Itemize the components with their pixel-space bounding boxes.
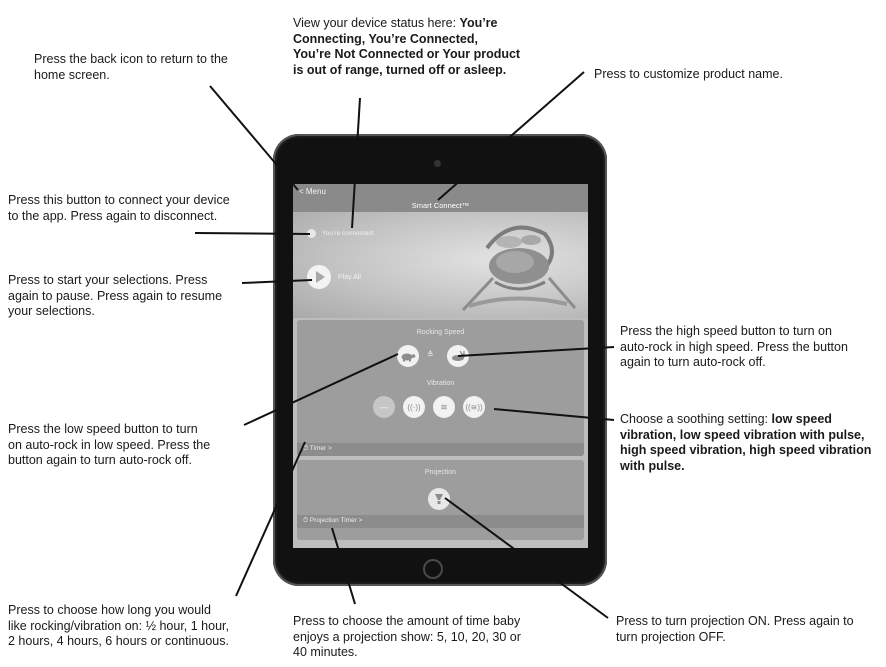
clock-icon: ⏱ (303, 445, 310, 452)
timer-label-wrap: ⏱ Timer > (303, 445, 332, 453)
hero-panel: You’re connected! Play All (293, 212, 588, 318)
wave-lines-icon: ≋ (440, 401, 448, 412)
rocking-card: Rocking Speed ≙ Vibration — (297, 320, 584, 456)
annotation-vibration-bold-2: vibration, low speed vibration with puls… (620, 427, 865, 442)
annotation-projection-timer-line-3: 40 minutes. (293, 645, 358, 659)
rabbit-icon (452, 350, 465, 361)
low-speed-button[interactable] (397, 345, 419, 367)
annotation-back: Press the back icon to return to the hom… (34, 52, 274, 83)
annotation-status-bold-3: You’re Not Connected or Your product (293, 47, 521, 61)
connect-toggle-dot-icon[interactable] (307, 229, 316, 238)
timer-bar[interactable]: ⏱ Timer > (297, 443, 584, 456)
annotation-projection-line-1: Press to turn projection ON. Press again… (616, 614, 854, 628)
swing-product-image (461, 225, 577, 312)
home-button[interactable] (423, 559, 443, 579)
turtle-icon (401, 353, 416, 361)
annotation-status-lead: View your device status here: (293, 16, 460, 30)
projection-timer-label-wrap: ⏱ Projection Timer > (303, 517, 362, 525)
projection-button[interactable] (428, 488, 450, 510)
play-all-label[interactable]: Play All (338, 273, 361, 281)
app-screen: < Menu Smart Connect™ You’re connected! … (293, 184, 588, 548)
annotation-timer-line-1: Press to choose how long you would (8, 603, 211, 617)
annotation-low-line-3: button again to turn auto-rock off. (8, 453, 192, 467)
projection-card: Projection ⏱ Projection Timer > (297, 460, 584, 540)
annotation-play-line-2: again to pause. Press again to resume (8, 288, 223, 303)
annotation-vibration-bold-4: with pulse. (620, 458, 685, 473)
high-speed-button[interactable] (447, 345, 469, 367)
annotation-high-line-2: auto-rock in high speed. Press the butto… (620, 339, 848, 354)
annotation-name: Press to customize product name. (594, 67, 834, 83)
annotation-projection: Press to turn projection ON. Press again… (616, 614, 882, 645)
vibration-title: Vibration (426, 380, 455, 387)
wave-lines-pulse-icon: ((≋)) (465, 402, 483, 412)
annotation-projection-timer: Press to choose the amount of time baby … (293, 614, 573, 661)
product-name-title[interactable]: Smart Connect™ (411, 201, 470, 210)
rocking-speed-title: Rocking Speed (416, 329, 465, 336)
vibration-high-pulse-button[interactable]: ((≋)) (463, 396, 485, 418)
annotation-timer-line-2: like rocking/vibration on: ½ hour, 1 hou… (8, 618, 229, 633)
annotation-connect: Press this button to connect your device… (8, 193, 268, 224)
annotation-connect-line-2: to the app. Press again to disconnect. (8, 208, 218, 223)
tablet-device: < Menu Smart Connect™ You’re connected! … (273, 134, 607, 586)
annotation-back-line-1: Press the back icon to return to the (34, 52, 228, 66)
annotation-play: Press to start your selections. Press ag… (8, 273, 248, 320)
speed-toggle-icon: ≙ (427, 350, 434, 359)
play-all-row: Play All (307, 265, 361, 289)
annotation-projection-line-2: turn projection OFF. (616, 629, 726, 644)
annotation-play-line-1: Press to start your selections. Press (8, 273, 208, 287)
annotation-name-line-1: Press to customize product name. (594, 67, 783, 81)
annotation-projection-timer-line-2: enjoys a projection show: 5, 10, 20, 30 … (293, 629, 521, 644)
projector-icon (435, 494, 443, 504)
timer-label[interactable]: Timer > (309, 445, 332, 452)
annotation-connect-line-1: Press this button to connect your device (8, 193, 230, 207)
annotation-status-bold-4: is out of range, turned off or asleep. (293, 62, 507, 77)
connection-row: You’re connected! (307, 229, 374, 238)
back-menu-button[interactable]: < Menu (299, 187, 326, 196)
annotation-back-line-2: home screen. (34, 67, 110, 82)
annotation-high-line-1: Press the high speed button to turn on (620, 324, 832, 338)
vibration-low-pulse-button[interactable]: ((·)) (403, 396, 425, 418)
annotation-low-line-1: Press the low speed button to turn (8, 422, 198, 436)
annotation-status-bold-2: Connecting, You’re Connected, (293, 31, 478, 46)
annotation-timer-line-3: 2 hours, 4 hours, 6 hours or continuous. (8, 634, 229, 648)
connection-status-text: You’re connected! (322, 230, 374, 237)
annotation-low-speed: Press the low speed button to turn on au… (8, 422, 248, 469)
clock-icon: ⏱ (303, 517, 310, 524)
projection-timer-label[interactable]: Projection Timer > (309, 517, 363, 524)
annotation-low-line-2: on auto-rock in low speed. Press the (8, 437, 211, 452)
annotation-status-bold-1: You’re (459, 16, 498, 30)
annotation-vibration: Choose a soothing setting: low speed vib… (620, 412, 882, 474)
annotation-vibration-lead: Choose a soothing setting: (620, 412, 772, 426)
annotation-projection-timer-line-1: Press to choose the amount of time baby (293, 614, 521, 628)
minus-icon: — (379, 402, 389, 412)
annotation-status: View your device status here: You’re Con… (293, 16, 553, 78)
annotation-high-line-3: again to turn auto-rock off. (620, 355, 766, 369)
annotation-vibration-bold-1: low speed (771, 412, 832, 426)
annotation-play-line-3: your selections. (8, 304, 95, 318)
app-header: < Menu Smart Connect™ (293, 184, 588, 212)
pulse-wave-icon: ((·)) (407, 402, 421, 412)
play-icon[interactable] (307, 265, 331, 289)
projection-title: Projection (424, 469, 457, 476)
vibration-high-button[interactable]: ≋ (433, 396, 455, 418)
vibration-off-button[interactable]: — (373, 396, 395, 418)
annotation-timer: Press to choose how long you would like … (8, 603, 268, 650)
annotation-vibration-bold-3: high speed vibration, high speed vibrati… (620, 443, 872, 457)
projection-timer-bar[interactable]: ⏱ Projection Timer > (297, 515, 584, 528)
annotation-high-speed: Press the high speed button to turn on a… (620, 324, 882, 371)
camera-dot (434, 160, 441, 167)
